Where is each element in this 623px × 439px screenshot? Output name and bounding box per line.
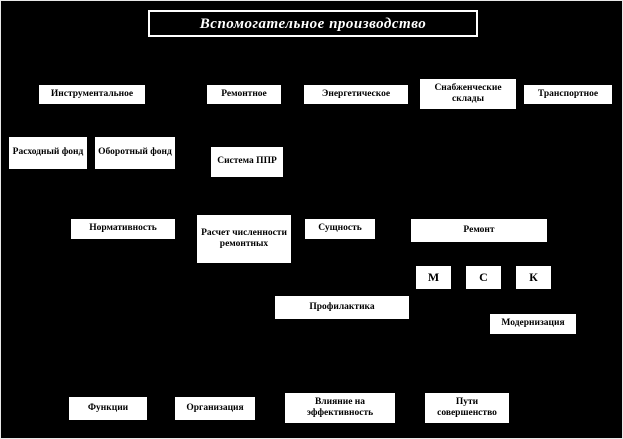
node-instrumentalnoe: Инструментальное [38,84,146,105]
node-remontnoe: Ремонтное [206,84,282,105]
node-transportnoe: Транспортное [523,84,613,105]
node-letter-k: К [515,265,552,290]
node-letter-s: С [465,265,502,290]
node-vliyanie-na-effektivnost: Влияние на эффективность [284,392,396,424]
node-funktsii: Функции [68,396,148,421]
node-sushchnost: Сущность [304,218,376,240]
node-profilaktika: Профилактика [274,295,410,320]
diagram-title-box: Вспомогательное производство [148,10,478,37]
node-raschet-chislennosti: Расчет численности ремонтных [196,214,292,264]
node-organizatsiya: Организация [174,396,256,421]
node-letter-m: М [415,265,452,290]
node-modernizatsiya: Модернизация [489,313,577,335]
node-remont: Ремонт [410,218,548,243]
node-sistema-ppr: Система ППР [210,146,284,178]
node-normativnost: Нормативность [70,218,176,240]
node-snabzhencheskie-sklady: Снабженческие склады [419,78,517,110]
node-rashodny-fond: Расходный фонд [8,136,88,170]
node-oborotny-fond: Оборотный фонд [94,136,176,170]
node-puti-sovershenstvo: Пути совершенство [424,392,510,424]
node-energeticheskoe: Энергетическое [303,84,409,105]
